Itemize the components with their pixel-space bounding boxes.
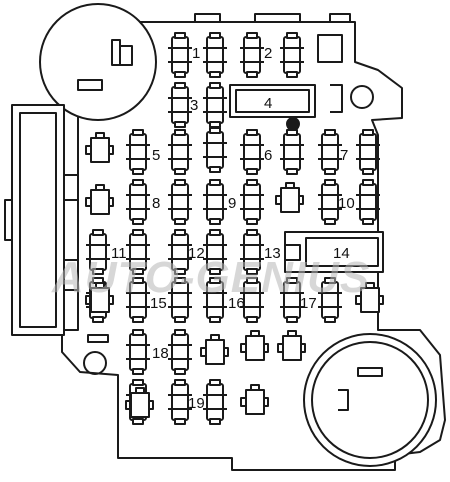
fuse-slot [168, 32, 192, 78]
connector-slot [200, 334, 229, 365]
fuse-label-9: 9 [228, 195, 236, 212]
fuse-label-3: 3 [190, 97, 198, 114]
fuse-slot [203, 277, 227, 323]
connector-slot [85, 282, 114, 313]
fuse-slot [126, 329, 150, 375]
fuse-label-13: 13 [264, 245, 281, 262]
fuse-label-16: 16 [228, 295, 245, 312]
fuse-slot [280, 32, 304, 78]
fuse-label-8: 8 [152, 195, 160, 212]
relay-block-14 [284, 231, 384, 273]
connector-slot [85, 184, 114, 215]
right-side-mount [317, 34, 374, 113]
fuse-label-7: 7 [340, 147, 348, 164]
fuse-slot [168, 329, 192, 375]
fuse-label-6: 6 [264, 147, 272, 164]
fuse-label-12: 12 [188, 245, 205, 262]
fuse-slot [203, 82, 227, 128]
fuse-label-1: 1 [192, 45, 200, 62]
fuse-box-housing [61, 21, 446, 471]
fuse-slot [168, 379, 192, 425]
fuse-slot [203, 229, 227, 275]
fuse-slot [86, 229, 110, 275]
fuse-slot [126, 179, 150, 225]
fuse-slot [318, 179, 342, 225]
round-connector-top-left [39, 3, 157, 121]
fuse-slot [168, 179, 192, 225]
relay-block-4 [229, 84, 316, 131]
connector-slot [240, 330, 269, 361]
fuse-slot-group [85, 32, 384, 425]
fuse-label-15: 15 [150, 295, 167, 312]
fuse-label-19: 19 [188, 395, 205, 412]
fuse-slot [203, 32, 227, 78]
connector-slot [355, 282, 384, 313]
fuse-slot [203, 179, 227, 225]
round-connector-bottom-right [303, 333, 437, 467]
left-connector-block [4, 104, 78, 336]
fuse-slot [126, 129, 150, 175]
fuse-slot [318, 277, 342, 323]
connector-slot [240, 384, 269, 415]
fuse-slot [168, 229, 192, 275]
fuse-slot [168, 129, 192, 175]
fuse-label-18: 18 [152, 345, 169, 362]
fuse-slot [240, 32, 264, 78]
fuse-slot [280, 277, 304, 323]
fuse-label-5: 5 [152, 147, 160, 164]
fuse-label-10: 10 [338, 195, 355, 212]
fuse-slot [203, 127, 227, 173]
top-tab [194, 13, 221, 22]
fuse-label-11: 11 [111, 245, 127, 262]
fuse-slot [280, 129, 304, 175]
fuse-slot [356, 179, 380, 225]
top-tab [254, 13, 301, 22]
fuse-label-2: 2 [264, 45, 272, 62]
fuse-slot [168, 277, 192, 323]
fuse-slot [240, 229, 264, 275]
fuse-slot [126, 277, 150, 323]
watermark-text: AUTO-GENIUS [51, 253, 370, 302]
fuse-slot [126, 229, 150, 275]
fuse-label-4: 4 [264, 95, 272, 112]
connector-slot [275, 182, 304, 213]
fuse-slot [203, 379, 227, 425]
connector-slot [85, 132, 114, 163]
fuse-label-14: 14 [333, 245, 350, 262]
fuse-slot [240, 129, 264, 175]
fuse-slot [240, 179, 264, 225]
fuse-slot [356, 129, 380, 175]
connector-slot [277, 330, 306, 361]
fuse-slot [318, 129, 342, 175]
fuse-slot [168, 82, 192, 128]
fuse-label-17: 17 [300, 295, 317, 312]
lower-left-mount [83, 334, 109, 375]
connector-slot [125, 387, 154, 418]
top-tab [329, 13, 351, 22]
fuse-slot [240, 277, 264, 323]
